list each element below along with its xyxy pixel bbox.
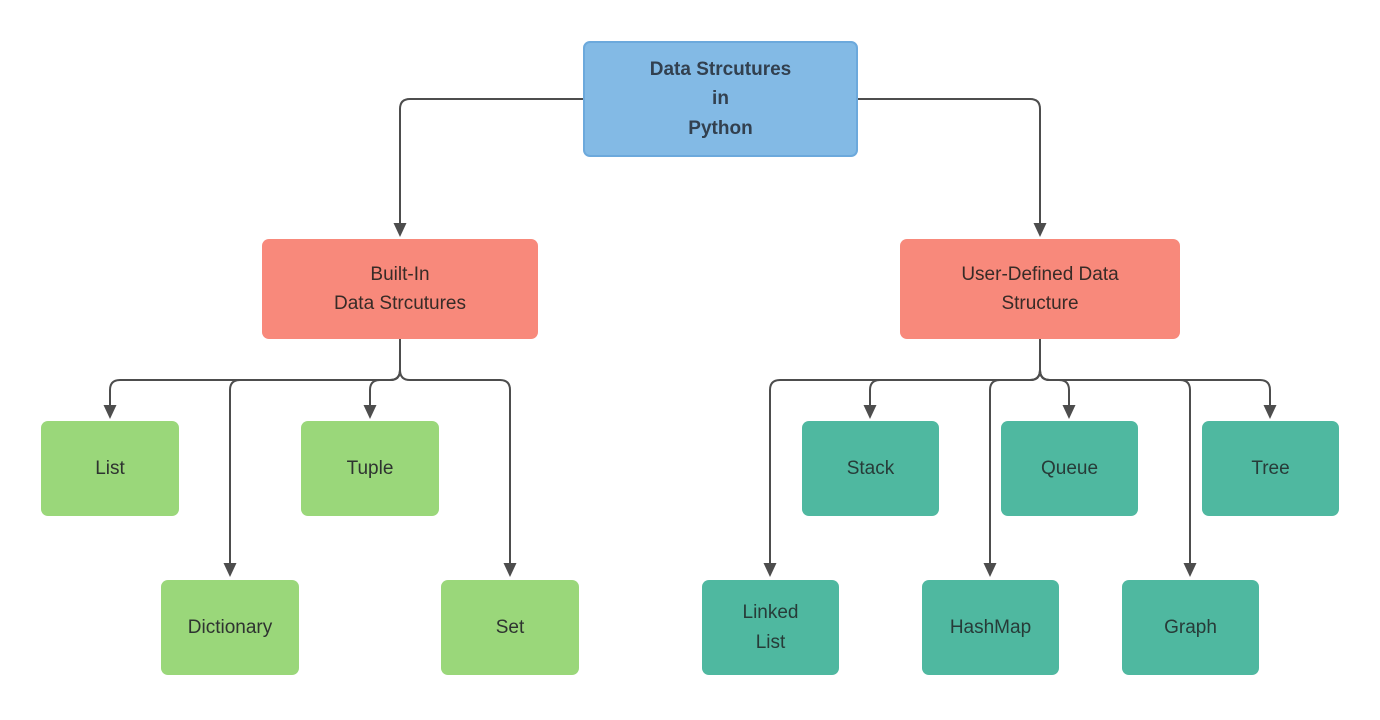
node-dictionary: Dictionary [161, 580, 299, 675]
arrowhead [1062, 405, 1076, 419]
arrowhead [763, 563, 777, 577]
node-dictionary-label: Dictionary [187, 616, 273, 638]
node-queue-label: Queue [1040, 457, 1099, 479]
node-hashmap: HashMap [922, 580, 1059, 675]
arrowhead [863, 405, 877, 419]
node-root: Data Strcutures in Python [583, 41, 858, 157]
arrowhead [1263, 405, 1277, 419]
arrowhead [503, 563, 517, 577]
node-list-label: List [95, 457, 125, 479]
arrowhead [1033, 223, 1047, 237]
edge-user-defined-stack [869, 339, 1041, 405]
arrowhead [363, 405, 377, 419]
arrowhead [1183, 563, 1197, 577]
edge-built-in-tuple [369, 339, 401, 405]
node-hashmap-label: HashMap [949, 616, 1032, 638]
node-user-defined: User-Defined Data Structure [900, 239, 1180, 339]
node-graph: Graph [1122, 580, 1259, 675]
edge-user-defined-tree [1039, 339, 1271, 405]
edge-user-defined-hashmap [989, 339, 1041, 563]
node-root-label: Data Strcutures in Python [649, 58, 792, 139]
node-set-label: Set [495, 616, 525, 638]
node-tree: Tree [1202, 421, 1339, 516]
edge-root-user-defined [858, 98, 1041, 225]
node-graph-label: Graph [1164, 616, 1217, 638]
node-built-in-label: Built-In Data Strcutures [334, 263, 466, 314]
node-set: Set [441, 580, 579, 675]
node-tuple: Tuple [301, 421, 439, 516]
edge-root-built-in [399, 98, 583, 225]
edge-built-in-set [399, 339, 511, 563]
node-stack-label: Stack [846, 457, 895, 479]
node-user-defined-label: User-Defined Data Structure [961, 263, 1119, 314]
node-linked-list-label: Linked List [742, 602, 799, 653]
arrowhead [983, 563, 997, 577]
node-linked-list: Linked List [702, 580, 839, 675]
node-queue: Queue [1001, 421, 1138, 516]
node-tuple-label: Tuple [346, 457, 394, 479]
arrowhead [393, 223, 407, 237]
arrowhead [103, 405, 117, 419]
node-stack: Stack [802, 421, 939, 516]
node-list: List [41, 421, 179, 516]
edge-user-defined-queue [1039, 339, 1070, 405]
node-built-in: Built-In Data Strcutures [262, 239, 538, 339]
arrowhead [223, 563, 237, 577]
node-tree-label: Tree [1251, 457, 1290, 479]
edge-built-in-list [109, 339, 401, 405]
